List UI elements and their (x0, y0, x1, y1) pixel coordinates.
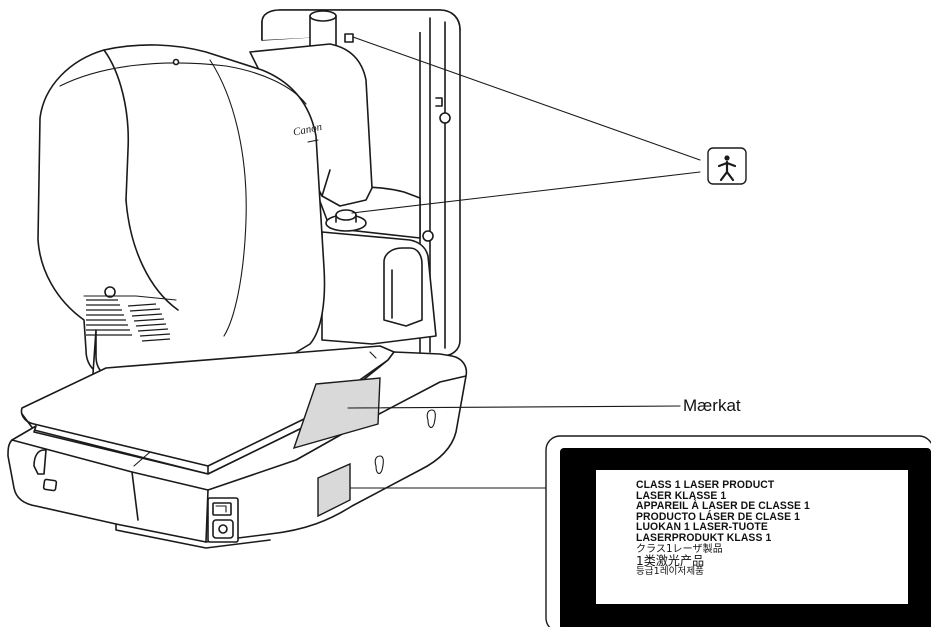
column-marker (344, 33, 354, 43)
head-housing (37, 43, 373, 403)
type-b-applied-part-icon (707, 147, 747, 185)
laser-line-japanese: クラス1レーザ製品 (636, 543, 723, 555)
laser-line-1: CLASS 1 LASER PRODUCT (636, 479, 775, 492)
laser-label-panel (545, 435, 931, 632)
laser-line-4: PRODUCTO LÁSER DE CLASE 1 (636, 511, 800, 523)
laser-line-6: LASERPRODUKT KLASS 1 (636, 532, 772, 545)
laser-line-2: LASER KLASSE 1 (636, 490, 727, 502)
vent-grille (83, 295, 177, 342)
side-label-area (317, 462, 351, 518)
leader-lines (347, 36, 701, 489)
label-callout: Mærkat (683, 396, 741, 415)
leader-line-bottom (351, 171, 701, 214)
leader-line-top (352, 36, 701, 161)
laser-line-3: APPAREIL À LASER DE CLASSE 1 (636, 501, 810, 513)
laser-line-chinese: 1类激光产品 (636, 554, 705, 569)
label-area (292, 377, 381, 450)
leader-line-label (347, 405, 681, 409)
laser-line-5: LUOKAN 1 LASER-TUOTE (636, 522, 768, 534)
power-socket (207, 497, 239, 543)
base-unit (7, 351, 468, 549)
laser-label-text: CLASS 1 LASER PRODUCT LASER KLASSE 1 APP… (636, 479, 906, 578)
laser-line-korean: 등급1레이저제품 (636, 566, 705, 578)
